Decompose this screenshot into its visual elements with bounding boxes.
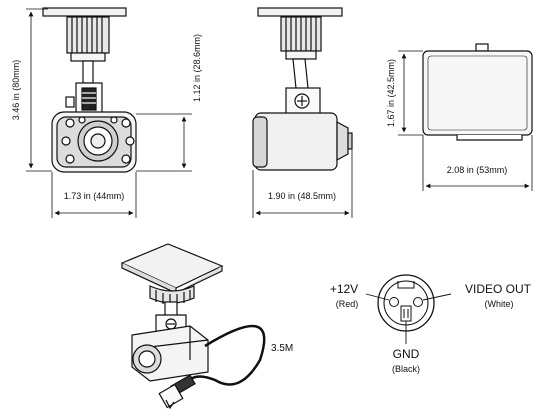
front-width-label: 1.73 in (44mm)	[64, 191, 125, 201]
side-width-dimension	[252, 150, 353, 218]
pin-video-out-label: VIDEO OUT	[465, 282, 532, 296]
front-width-dimension	[51, 172, 137, 218]
front-stem	[82, 60, 94, 84]
rear-height-dimension	[398, 50, 423, 136]
side-view	[252, 7, 353, 171]
rear-width-label: 2.08 in (53mm)	[447, 165, 508, 175]
rear-body	[422, 50, 533, 136]
side-width-label: 1.90 in (48.5mm)	[268, 191, 336, 201]
pin-gnd-label: GND	[393, 347, 420, 361]
front-mount-plate	[42, 7, 127, 17]
front-height-label: 3.46 in (80mm)	[11, 60, 21, 121]
connector-pinout	[365, 274, 452, 344]
rear-view	[422, 43, 533, 141]
iso-mount-plate	[120, 243, 224, 289]
pin-video-out-color: (White)	[485, 299, 514, 309]
side-lens-barrel	[336, 120, 349, 162]
front-ir-leds	[61, 116, 135, 164]
rear-width-dimension	[422, 135, 533, 191]
front-lens-height-label: 1.12 in (28.6mm)	[192, 34, 202, 102]
leader-12v	[365, 293, 390, 301]
front-height-dimension	[26, 8, 52, 172]
front-knurled-knob	[66, 16, 110, 62]
cable-length-label: 3.5M	[271, 343, 293, 354]
pin-video-out	[413, 297, 423, 307]
rear-top-tab	[475, 43, 489, 52]
isometric-view	[120, 243, 266, 410]
pin-12v-color: (Red)	[336, 299, 359, 309]
iso-lens	[138, 350, 156, 368]
iso-cable	[186, 324, 266, 386]
pin-12v-label: +12V	[330, 282, 358, 296]
side-knurled-knob	[280, 16, 322, 60]
front-view	[42, 7, 137, 173]
front-bracket	[65, 82, 103, 114]
iso-knurled-knob	[149, 285, 195, 305]
iso-cable-plug	[158, 374, 196, 410]
front-lens-height-dimension	[136, 113, 192, 172]
pin-12v	[389, 297, 399, 307]
pin-gnd-color: (Black)	[392, 364, 420, 374]
leader-video-out	[422, 293, 452, 301]
iso-stem	[164, 301, 178, 317]
side-mount-plate	[257, 7, 343, 17]
connector-key-notch	[397, 281, 415, 289]
rear-height-label: 1.67 in (42.5mm)	[386, 59, 396, 127]
pin-gnd	[400, 305, 412, 322]
